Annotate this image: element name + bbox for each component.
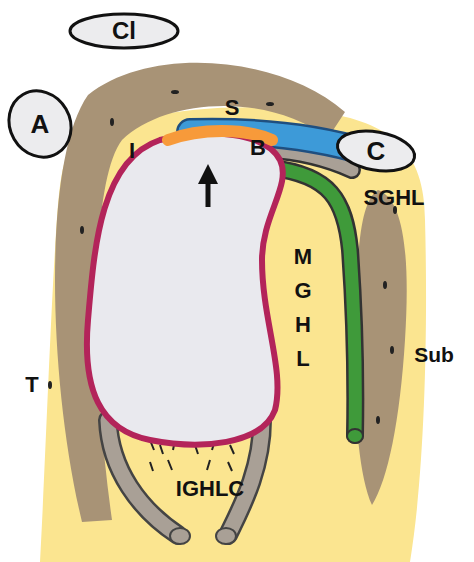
tendon-label: B [246, 137, 270, 159]
muscle-label: T [20, 374, 44, 396]
oval-shape [334, 126, 417, 177]
bone-label: Cl [68, 19, 180, 43]
mghl-band [272, 168, 355, 435]
ligament-label: IGHLC [150, 478, 270, 500]
coracoid-oval: C [335, 130, 417, 172]
clavicle-oval: Cl [68, 12, 180, 50]
band-end [170, 528, 190, 544]
glenoid [87, 134, 283, 445]
mghl-band-outline [272, 168, 355, 435]
ligament-label: SGHL [354, 187, 434, 209]
band-end [216, 528, 236, 544]
arrow-shaft [206, 180, 211, 207]
muscle-label: S [220, 97, 244, 119]
band-end [347, 429, 363, 443]
oval-shape [0, 80, 83, 169]
ligament-label: M G H L [292, 240, 314, 376]
arrow-head [198, 164, 218, 184]
bone-label: C [335, 138, 417, 164]
acromion-oval: A [8, 88, 72, 160]
muscle-label: Sub [404, 344, 464, 365]
muscle-label: I [122, 140, 142, 162]
bone-label: A [8, 111, 72, 137]
